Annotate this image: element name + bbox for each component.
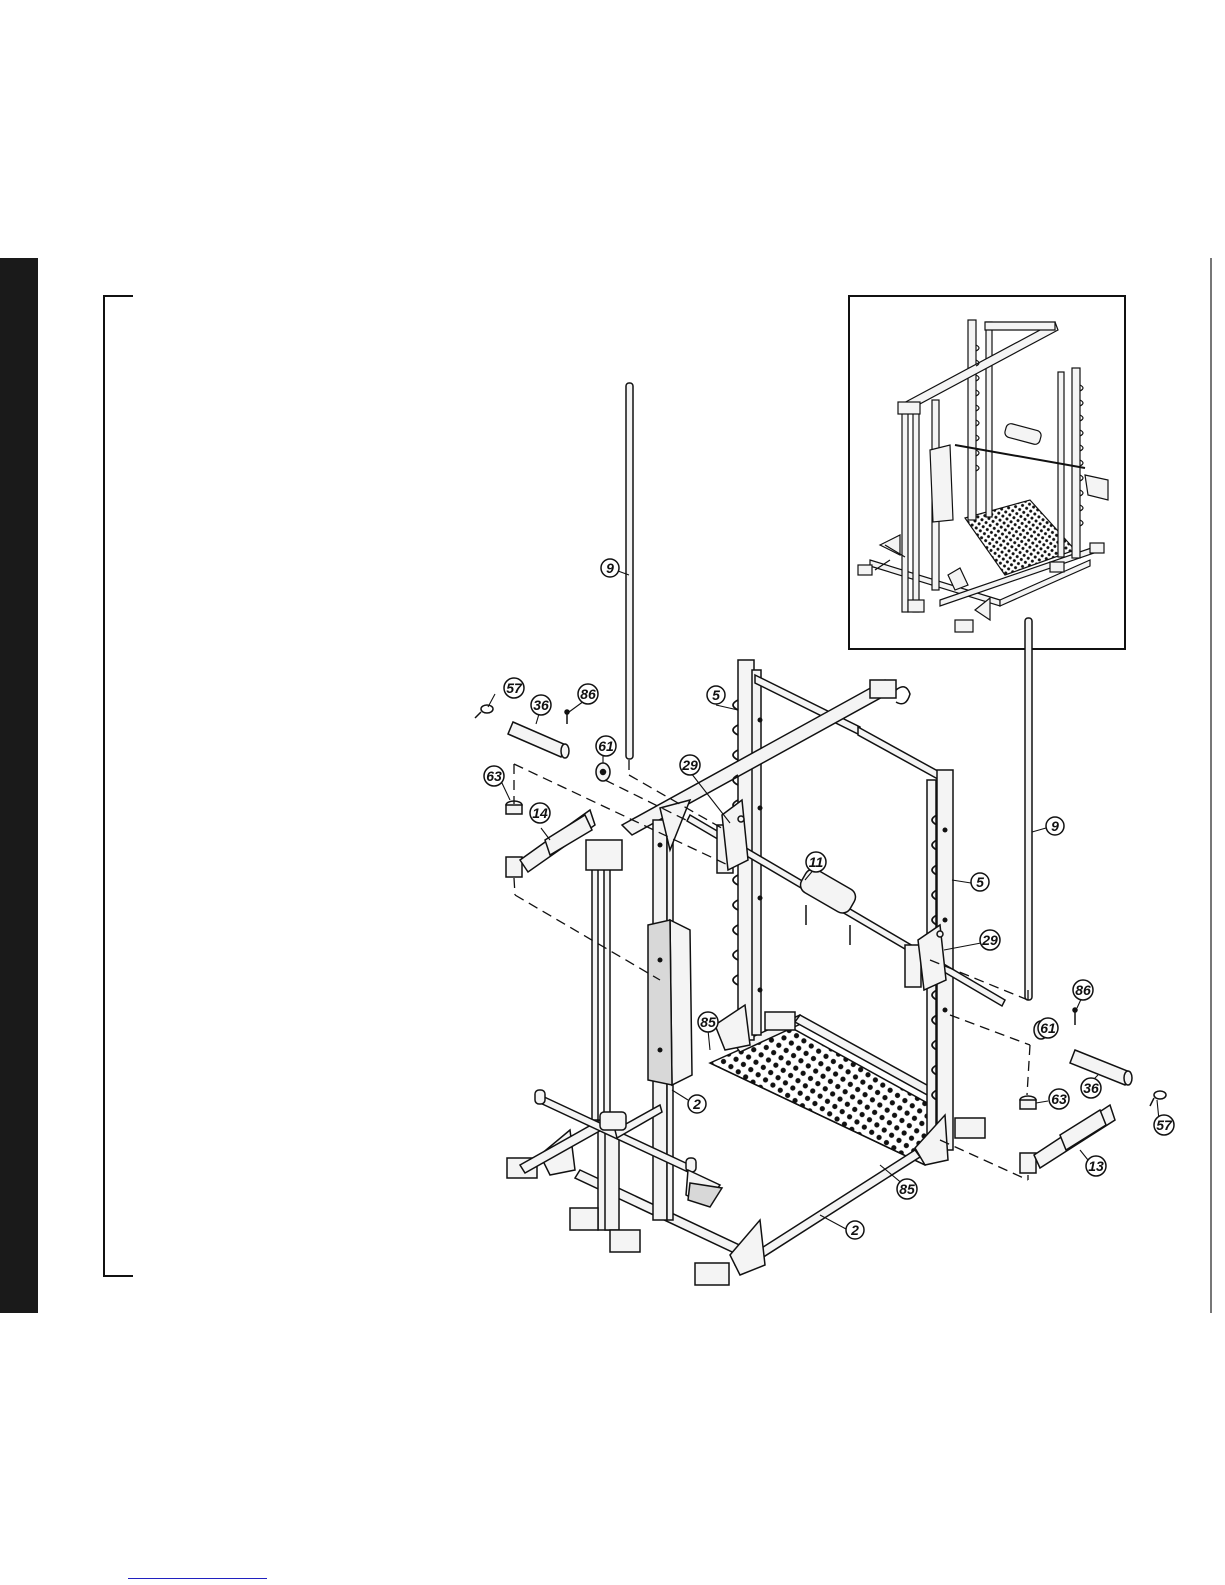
svg-text:36: 36 xyxy=(533,697,549,713)
callout-2-lower: 2 xyxy=(846,1221,864,1239)
callout-86-left: 86 xyxy=(578,684,598,704)
svg-text:86: 86 xyxy=(580,686,596,702)
callout-29-left: 29 xyxy=(680,755,700,775)
svg-text:13: 13 xyxy=(1088,1158,1104,1174)
svg-text:63: 63 xyxy=(1051,1091,1067,1107)
callout-36-right: 36 xyxy=(1081,1078,1101,1098)
callout-63-right: 63 xyxy=(1049,1089,1069,1109)
svg-text:36: 36 xyxy=(1083,1080,1099,1096)
callout-36-left: 36 xyxy=(531,695,551,715)
callout-85-upper: 85 xyxy=(698,1012,718,1032)
svg-text:5: 5 xyxy=(712,687,720,703)
svg-text:29: 29 xyxy=(981,932,998,948)
svg-text:9: 9 xyxy=(606,560,614,576)
guide-rod-right xyxy=(1025,618,1032,1000)
svg-text:2: 2 xyxy=(692,1096,701,1112)
callout-9-right: 9 xyxy=(1046,817,1064,835)
svg-text:86: 86 xyxy=(1075,982,1091,998)
callout-85-lower: 85 xyxy=(897,1179,917,1199)
callout-13: 13 xyxy=(1086,1156,1106,1176)
callout-57-right: 57 xyxy=(1154,1115,1174,1135)
svg-text:85: 85 xyxy=(899,1181,915,1197)
callout-2-upper: 2 xyxy=(688,1095,706,1113)
callout-57-left: 57 xyxy=(504,678,524,698)
svg-text:85: 85 xyxy=(700,1014,716,1030)
svg-text:61: 61 xyxy=(1040,1020,1056,1036)
svg-text:57: 57 xyxy=(1156,1117,1173,1133)
callout-14: 14 xyxy=(530,803,550,823)
carriage-right xyxy=(905,925,946,990)
svg-text:5: 5 xyxy=(976,874,984,890)
svg-text:9: 9 xyxy=(1051,818,1059,834)
svg-text:2: 2 xyxy=(850,1222,859,1238)
callout-61-right: 61 xyxy=(1038,1018,1058,1038)
callout-29-right: 29 xyxy=(980,930,1000,950)
callout-61-left: 61 xyxy=(596,736,616,756)
svg-text:63: 63 xyxy=(486,768,502,784)
callout-11: 11 xyxy=(806,852,826,872)
guide-rod-left xyxy=(626,383,633,759)
callout-9-left: 9 xyxy=(601,559,619,577)
callout-5-right: 5 xyxy=(971,873,989,891)
svg-text:57: 57 xyxy=(506,680,523,696)
callout-86-right: 86 xyxy=(1073,980,1093,1000)
callout-5-left: 5 xyxy=(707,686,725,704)
svg-text:14: 14 xyxy=(532,805,548,821)
inset-panel xyxy=(849,296,1125,649)
svg-text:61: 61 xyxy=(598,738,614,754)
svg-text:11: 11 xyxy=(809,854,824,870)
svg-text:29: 29 xyxy=(681,757,698,773)
callout-63-left: 63 xyxy=(484,766,504,786)
